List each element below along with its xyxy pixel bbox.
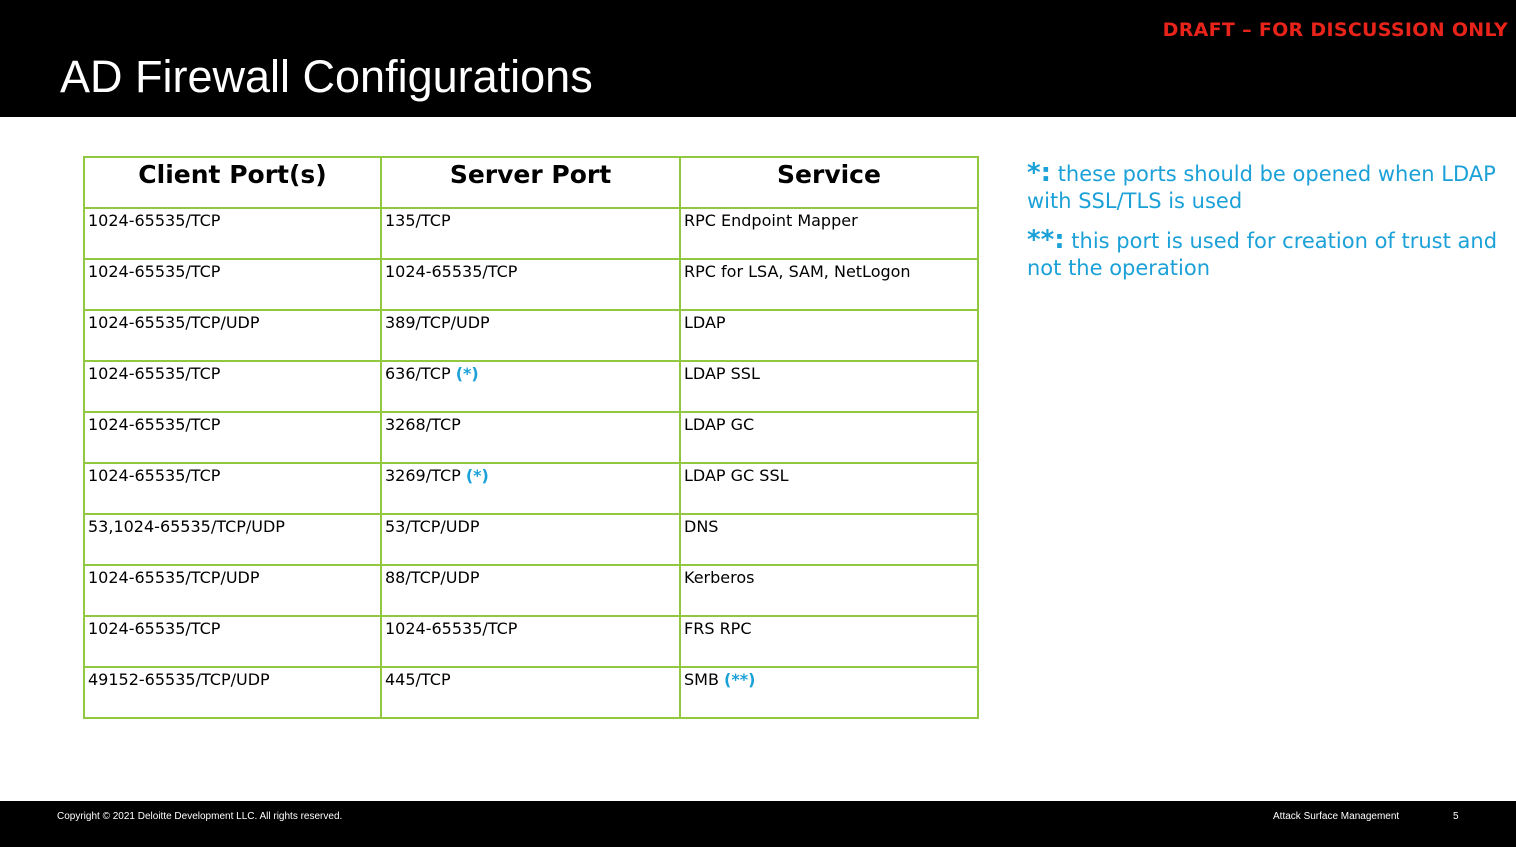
server-port-cell-text: 389/TCP/UDP bbox=[385, 313, 490, 332]
table-row: 1024-65535/TCP 3268/TCP LDAP GC bbox=[83, 411, 979, 464]
note-key: **: bbox=[1027, 225, 1065, 255]
server-port-cell: 1024-65535/TCP bbox=[380, 615, 681, 668]
table-row: 1024-65535/TCP 135/TCP RPC Endpoint Mapper bbox=[83, 207, 979, 260]
server-port-cell: 88/TCP/UDP bbox=[380, 564, 681, 617]
server-port-cell: 135/TCP bbox=[380, 207, 681, 260]
service-cell-text: RPC Endpoint Mapper bbox=[684, 211, 858, 230]
client-port-cell-text: 1024-65535/TCP/UDP bbox=[88, 568, 260, 587]
server-port-cell: 53/TCP/UDP bbox=[380, 513, 681, 566]
client-port-cell: 1024-65535/TCP bbox=[83, 360, 382, 413]
server-port-cell: 445/TCP bbox=[380, 666, 681, 719]
server-port-cell-text: 88/TCP/UDP bbox=[385, 568, 480, 587]
server-port-cell-text: 636/TCP bbox=[385, 364, 451, 383]
table-row: 53,1024-65535/TCP/UDP 53/TCP/UDP DNS bbox=[83, 513, 979, 566]
server-port-cell-text: 3269/TCP bbox=[385, 466, 461, 485]
page-title: AD Firewall Configurations bbox=[60, 51, 593, 102]
footer-product-name: Attack Surface Management bbox=[1273, 811, 1400, 822]
column-header-service: Service bbox=[679, 156, 979, 209]
table-row: 49152-65535/TCP/UDP 445/TCP SMB (**) bbox=[83, 666, 979, 719]
table-row: 1024-65535/TCP/UDP 389/TCP/UDP LDAP bbox=[83, 309, 979, 362]
service-cell: Kerberos bbox=[679, 564, 979, 617]
service-cell: LDAP GC SSL bbox=[679, 462, 979, 515]
client-port-cell-text: 1024-65535/TCP bbox=[88, 415, 221, 434]
server-port-cell-text: 53/TCP/UDP bbox=[385, 517, 480, 536]
service-cell-text: LDAP GC SSL bbox=[684, 466, 789, 485]
copyright-text: Copyright © 2021 Deloitte Development LL… bbox=[57, 811, 343, 822]
client-port-cell-text: 1024-65535/TCP bbox=[88, 466, 221, 485]
service-cell: FRS RPC bbox=[679, 615, 979, 668]
service-cell-text: RPC for LSA, SAM, NetLogon bbox=[684, 262, 911, 281]
server-port-cell-text: 1024-65535/TCP bbox=[385, 619, 518, 638]
service-cell: LDAP bbox=[679, 309, 979, 362]
server-port-cell-text: 3268/TCP bbox=[385, 415, 461, 434]
client-port-cell: 1024-65535/TCP/UDP bbox=[83, 309, 382, 362]
table-row: 1024-65535/TCP/UDP 88/TCP/UDP Kerberos bbox=[83, 564, 979, 617]
service-cell-text: DNS bbox=[684, 517, 719, 536]
service-cell: LDAP GC bbox=[679, 411, 979, 464]
client-port-cell-text: 1024-65535/TCP/UDP bbox=[88, 313, 260, 332]
server-port-cell: 3269/TCP (*) bbox=[380, 462, 681, 515]
client-port-cell-text: 1024-65535/TCP bbox=[88, 619, 221, 638]
client-port-cell: 1024-65535/TCP/UDP bbox=[83, 564, 382, 617]
server-port-cell-text: 445/TCP bbox=[385, 670, 451, 689]
footnote-marker: (**) bbox=[724, 670, 756, 689]
footnote-marker: (*) bbox=[455, 364, 479, 383]
server-port-cell: 1024-65535/TCP bbox=[380, 258, 681, 311]
server-port-cell: 3268/TCP bbox=[380, 411, 681, 464]
footnotes: *: these ports should be opened when LDA… bbox=[1027, 160, 1507, 294]
service-cell-text: LDAP bbox=[684, 313, 726, 332]
client-port-cell: 1024-65535/TCP bbox=[83, 615, 382, 668]
client-port-cell: 49152-65535/TCP/UDP bbox=[83, 666, 382, 719]
service-cell-text: SMB bbox=[684, 670, 719, 689]
service-cell-text: LDAP SSL bbox=[684, 364, 760, 383]
service-cell: RPC Endpoint Mapper bbox=[679, 207, 979, 260]
service-cell-text: FRS RPC bbox=[684, 619, 752, 638]
note-text: this port is used for creation of trust … bbox=[1027, 229, 1498, 280]
column-header-server-port: Server Port bbox=[380, 156, 681, 209]
client-port-cell-text: 1024-65535/TCP bbox=[88, 364, 221, 383]
note-ssl: *: these ports should be opened when LDA… bbox=[1027, 160, 1507, 215]
service-cell: DNS bbox=[679, 513, 979, 566]
server-port-cell-text: 135/TCP bbox=[385, 211, 451, 230]
table-header-row: Client Port(s) Server Port Service bbox=[83, 156, 979, 209]
client-port-cell-text: 49152-65535/TCP/UDP bbox=[88, 670, 270, 689]
note-text: these ports should be opened when LDAP w… bbox=[1027, 162, 1496, 213]
note-key: *: bbox=[1027, 158, 1051, 188]
server-port-cell-text: 1024-65535/TCP bbox=[385, 262, 518, 281]
client-port-cell: 1024-65535/TCP bbox=[83, 207, 382, 260]
client-port-cell-text: 53,1024-65535/TCP/UDP bbox=[88, 517, 285, 536]
footnote-marker: (*) bbox=[465, 466, 489, 485]
page-number: 5 bbox=[1453, 811, 1459, 822]
table-row: 1024-65535/TCP 1024-65535/TCP FRS RPC bbox=[83, 615, 979, 668]
firewall-ports-table: Client Port(s) Server Port Service 1024-… bbox=[83, 156, 979, 719]
table-row: 1024-65535/TCP 1024-65535/TCP RPC for LSA,… bbox=[83, 258, 979, 311]
draft-banner: DRAFT – FOR DISCUSSION ONLY bbox=[1162, 19, 1508, 41]
table-body: 1024-65535/TCP 135/TCP RPC Endpoint Mapper… bbox=[83, 207, 979, 719]
client-port-cell: 1024-65535/TCP bbox=[83, 411, 382, 464]
footer-bar: Copyright © 2021 Deloitte Development LL… bbox=[0, 801, 1516, 847]
service-cell: SMB (**) bbox=[679, 666, 979, 719]
service-cell-text: LDAP GC bbox=[684, 415, 755, 434]
service-cell: LDAP SSL bbox=[679, 360, 979, 413]
client-port-cell: 1024-65535/TCP bbox=[83, 258, 382, 311]
client-port-cell: 1024-65535/TCP bbox=[83, 462, 382, 515]
service-cell: RPC for LSA, SAM, NetLogon bbox=[679, 258, 979, 311]
server-port-cell: 636/TCP (*) bbox=[380, 360, 681, 413]
note-trust: **: this port is used for creation of tr… bbox=[1027, 227, 1507, 282]
client-port-cell-text: 1024-65535/TCP bbox=[88, 211, 221, 230]
header-bar: DRAFT – FOR DISCUSSION ONLY AD Firewall … bbox=[0, 0, 1516, 117]
client-port-cell: 53,1024-65535/TCP/UDP bbox=[83, 513, 382, 566]
server-port-cell: 389/TCP/UDP bbox=[380, 309, 681, 362]
column-header-client-ports: Client Port(s) bbox=[83, 156, 382, 209]
service-cell-text: Kerberos bbox=[684, 568, 755, 587]
client-port-cell-text: 1024-65535/TCP bbox=[88, 262, 221, 281]
